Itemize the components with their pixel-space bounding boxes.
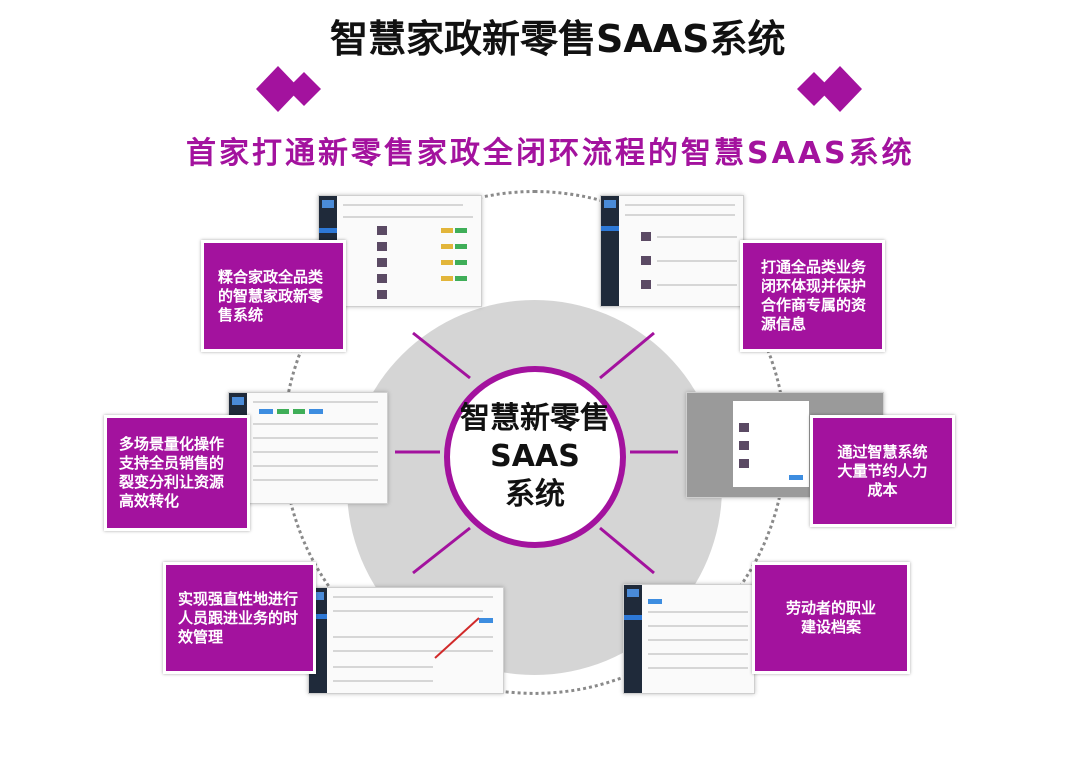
feature-text-bottom-right: 劳动者的职业建设档案 — [785, 599, 876, 636]
title-diamond-left-icon — [256, 66, 321, 112]
feature-box-top-left: 糅合家政全品类的智慧家政新零售系统 — [201, 240, 346, 352]
connector-line-bottom-left — [412, 526, 471, 575]
feature-text-right: 通过智慧系统大量节约人力成本 — [837, 442, 928, 499]
center-line-2: SAAS — [490, 439, 580, 474]
connector-line-top-right — [599, 331, 655, 380]
feature-text-top-right: 打通全品类业务闭环体现并保护合作商专属的资源信息 — [761, 258, 867, 333]
page-subtitle: 首家打通新零售家政全闭环流程的智慧SAAS系统 — [186, 136, 915, 171]
title-diamond-right-icon — [797, 66, 862, 112]
feature-text-bottom-left: 实现强直性地进行人员跟进业务的时效管理 — [178, 589, 299, 646]
feature-box-bottom-left: 实现强直性地进行人员跟进业务的时效管理 — [163, 562, 316, 674]
feature-text-top-left: 糅合家政全品类的智慧家政新零售系统 — [218, 267, 324, 324]
screenshot-thumbnail-left — [228, 392, 388, 504]
center-circle: 智慧新零售 SAAS 系统 — [444, 366, 626, 548]
connector-line-bottom-right — [599, 526, 655, 575]
page-title: 智慧家政新零售SAAS系统 — [330, 17, 786, 61]
feature-box-bottom-right: 劳动者的职业建设档案 — [752, 562, 910, 674]
feature-text-left: 多场景量化操作支持全员销售的裂变分利让资源高效转化 — [119, 435, 225, 510]
connector-line-top-left — [412, 331, 471, 380]
feature-box-top-right: 打通全品类业务闭环体现并保护合作商专属的资源信息 — [740, 240, 885, 352]
feature-box-left: 多场景量化操作支持全员销售的裂变分利让资源高效转化 — [104, 415, 250, 531]
thumbnail-sidebar — [601, 196, 619, 306]
thumbnail-sidebar — [624, 585, 642, 693]
thumbnail-dialog — [733, 401, 809, 487]
screenshot-thumbnail-top-right — [600, 195, 744, 307]
center-label: 智慧新零售 SAAS 系统 — [455, 400, 615, 514]
center-line-1: 智慧新零售 — [460, 401, 610, 436]
center-line-3: 系统 — [505, 477, 565, 512]
screenshot-thumbnail-bottom-right — [623, 584, 755, 694]
feature-box-right: 通过智慧系统大量节约人力成本 — [810, 415, 955, 527]
screenshot-thumbnail-bottom-left — [308, 587, 504, 694]
